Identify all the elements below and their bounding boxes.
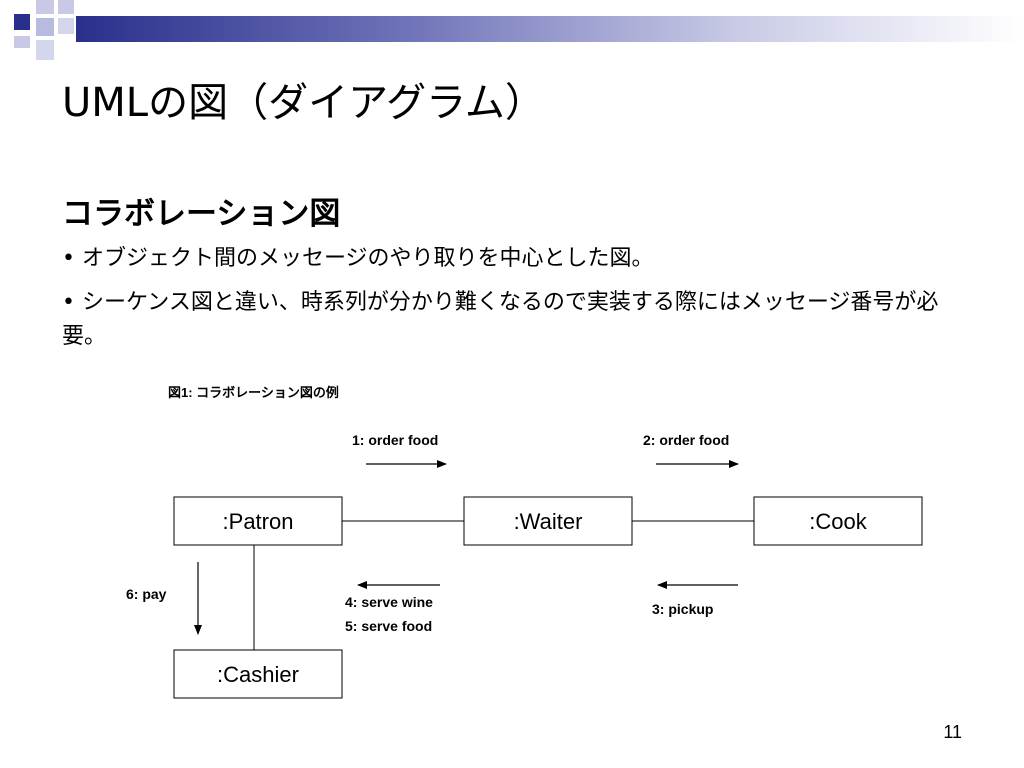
object-waiter: :Waiter: [463, 496, 633, 546]
slide-subtitle: コラボレーション図: [62, 196, 341, 232]
object-cashier: :Cashier: [173, 649, 343, 699]
object-box: [753, 496, 923, 546]
deco-square-dark: [14, 14, 30, 30]
bullet-item: • オブジェクト間のメッセージのやり取りを中心とした図。: [62, 246, 654, 271]
object-box: [463, 496, 633, 546]
deco-square-light: [58, 0, 74, 14]
message-label: 2: order food: [643, 432, 729, 448]
deco-square-light: [14, 36, 30, 48]
message-label: 3: pickup: [652, 601, 713, 617]
object-patron: :Patron: [173, 496, 343, 546]
object-label: :Patron: [223, 509, 294, 534]
message-label: 4: serve wine: [345, 594, 433, 610]
object-cook: :Cook: [753, 496, 923, 546]
bullet-item: • シーケンス図と違い、時系列が分かり難くなるので実装する際にはメッセージ番号が…: [62, 290, 939, 349]
diagram-caption: 図1: コラボレーション図の例: [168, 385, 339, 400]
message-label: 5: serve food: [345, 618, 432, 634]
object-label: :Waiter: [514, 509, 583, 534]
deco-square-light: [36, 18, 54, 36]
object-box: [173, 649, 343, 699]
deco-square-light: [36, 40, 54, 60]
object-box: [173, 496, 343, 546]
slide-title: UMLの図（ダイアグラム）: [62, 80, 545, 126]
deco-square-light: [36, 0, 54, 14]
deco-square-light: [58, 18, 74, 34]
page-number: 11: [943, 722, 962, 742]
object-label: :Cashier: [217, 662, 299, 687]
message-label: 6: pay: [126, 586, 167, 602]
message-label: 1: order food: [352, 432, 438, 448]
object-label: :Cook: [809, 509, 867, 534]
header-gradient-bar: [76, 16, 1024, 42]
